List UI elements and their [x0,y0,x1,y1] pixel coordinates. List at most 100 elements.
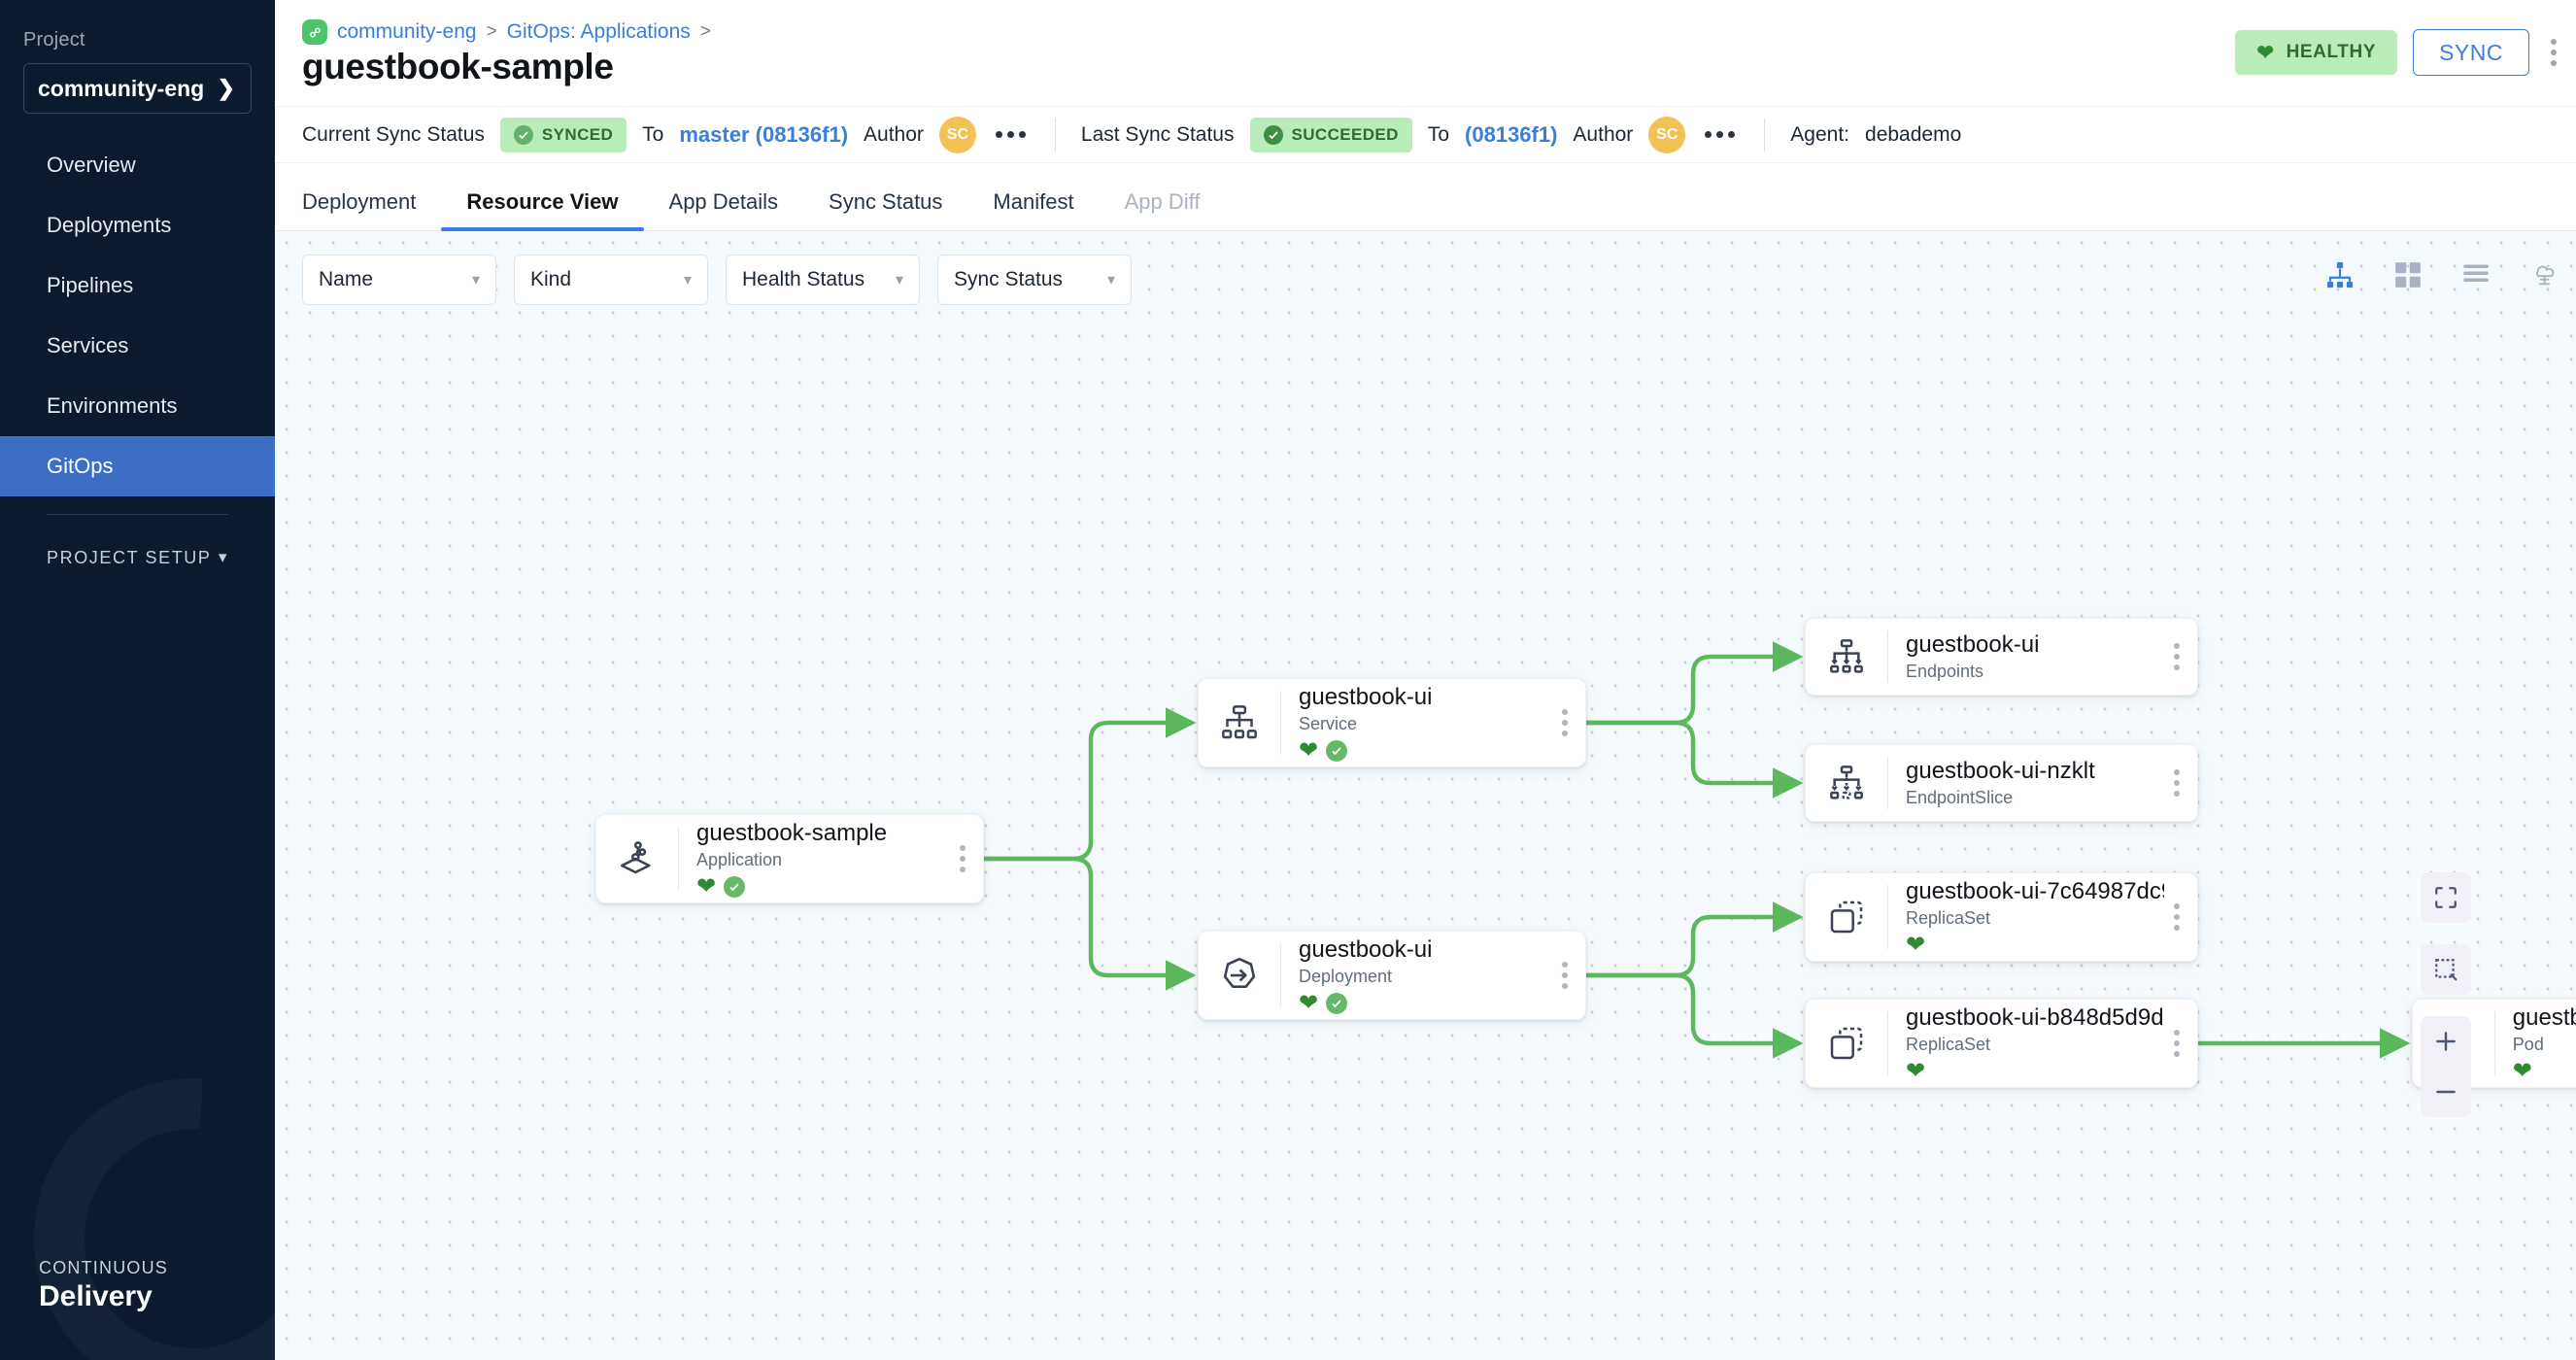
last-sync-author-label: Author [1573,122,1634,146]
tab-app-details[interactable]: App Details [644,189,804,230]
sidebar: Project community-eng ❯ Overview Deploym… [0,0,275,1360]
tab-label: Deployment [302,189,417,214]
sidebar-item-gitops[interactable]: GitOps [0,436,275,496]
graph-node-endpoints[interactable]: guestbook-ui Endpoints [1805,618,2198,696]
last-sync-revision-link[interactable]: (08136f1) [1465,121,1558,147]
divider [1764,118,1766,152]
node-more-menu-icon[interactable] [1562,709,1585,736]
divider [1887,757,1888,809]
brand-footer: CONTINUOUS Delivery [39,1258,168,1313]
resource-graph-canvas[interactable]: Name ▾ Kind ▾ Health Status ▾ Sync Statu… [275,231,2576,1360]
graph-node-endpointslice[interactable]: guestbook-ui-nzklt EndpointSlice [1805,744,2198,822]
node-kind: EndpointSlice [1906,788,2014,807]
sidebar-item-overview[interactable]: Overview [0,135,275,195]
breadcrumb: community-eng > GitOps: Applications > [302,19,711,45]
chevron-down-icon: ▾ [895,272,903,289]
endpoints-icon [1806,637,1887,676]
tab-deployment[interactable]: Deployment [302,189,441,230]
last-sync-to-label: To [1427,122,1450,146]
current-sync-status-pill: SYNCED [499,117,627,153]
node-more-menu-icon[interactable] [2174,903,2197,931]
filter-health-status[interactable]: Health Status ▾ [726,255,920,305]
sidebar-item-services[interactable]: Services [0,316,275,376]
header-more-menu-icon[interactable] [2545,33,2562,72]
graph-node-replicaset-2[interactable]: guestbook-ui-b848d5d9d ReplicaSet ❤ [1805,999,2198,1088]
breadcrumb-item-project[interactable]: community-eng [337,20,477,43]
heart-icon: ❤ [2512,1057,2532,1083]
node-more-menu-icon[interactable] [2174,643,2197,670]
project-setup-label: PROJECT SETUP [47,547,212,567]
last-sync-more-icon[interactable] [1701,123,1739,146]
node-more-menu-icon[interactable] [1562,962,1585,989]
node-body: guestbook-ui-7c64987dc9 ReplicaSet ❤ [1888,878,2174,957]
node-kind: Deployment [1299,966,1393,986]
breadcrumb-separator: > [486,21,497,42]
brand-line-1: CONTINUOUS [39,1258,168,1277]
graph-node-service[interactable]: guestbook-ui Service ❤ [1198,678,1586,767]
project-selector[interactable]: community-eng ❯ [23,63,252,114]
heart-icon: ❤ [1299,736,1319,763]
tab-resource-view[interactable]: Resource View [441,189,644,231]
filter-sync-status[interactable]: Sync Status ▾ [937,255,1132,305]
sidebar-item-deployments[interactable]: Deployments [0,195,275,255]
replicaset-icon [1806,898,1887,936]
node-more-menu-icon[interactable] [2174,769,2197,797]
sidebar-item-pipelines[interactable]: Pipelines [0,255,275,316]
agent-value: debademo [1865,122,1962,146]
filter-kind[interactable]: Kind ▾ [514,255,708,305]
node-status: ❤ [1906,933,2164,957]
divider [678,827,679,891]
list-view-icon[interactable] [2459,258,2492,291]
sidebar-item-environments[interactable]: Environments [0,376,275,436]
chevron-down-icon: ▾ [1106,272,1115,289]
tree-view-icon[interactable] [2323,258,2356,291]
node-more-menu-icon[interactable] [960,845,983,872]
node-kind: Application [696,849,783,869]
node-more-menu-icon[interactable] [2174,1030,2197,1057]
brand-line-2: Delivery [39,1280,153,1312]
divider [1887,1011,1888,1075]
project-setup-toggle[interactable]: PROJECT SETUP ▾ [0,536,275,579]
service-icon [1199,703,1280,742]
network-view-icon[interactable] [2527,258,2560,291]
current-sync-revision-link[interactable]: master (08136f1) [679,121,849,147]
node-name: guestbook-ui [1299,683,1433,710]
graph-node-replicaset-1[interactable]: guestbook-ui-7c64987dc9 ReplicaSet ❤ [1805,872,2198,962]
node-kind: Endpoints [1906,662,1984,681]
tab-sync-status[interactable]: Sync Status [803,189,967,230]
sync-button[interactable]: SYNC [2413,29,2529,76]
view-mode-switcher [2323,258,2560,291]
main-area: community-eng > GitOps: Applications > g… [275,0,2576,1360]
check-circle-icon [1263,124,1283,145]
select-box-icon[interactable] [2421,944,2471,995]
sidebar-divider [47,514,228,515]
project-selector-value: community-eng [38,75,205,101]
node-status: ❤ [696,872,950,899]
filter-name[interactable]: Name ▾ [302,255,496,305]
deployment-icon [1199,955,1280,996]
graph-node-deployment[interactable]: guestbook-ui Deployment ❤ [1198,931,1586,1020]
fit-screen-icon[interactable] [2421,872,2471,923]
sync-status-bar: Current Sync Status SYNCED To master (08… [275,107,2576,163]
graph-node-application[interactable]: guestbook-sample Application ❤ [595,814,984,903]
zoom-in-icon[interactable] [2421,1016,2471,1067]
check-circle-icon [513,124,533,145]
current-sync-status-value: SYNCED [541,124,614,144]
grid-view-icon[interactable] [2391,258,2424,291]
node-body: guestbook-ui-b848d5d9... Pod ❤ [2495,1004,2576,1083]
current-sync-to-label: To [642,122,664,146]
header-actions: ❤ HEALTHY SYNC [2235,29,2562,76]
node-body: guestbook-ui Deployment ❤ [1281,936,1562,1015]
chevron-down-icon: ▾ [471,272,480,289]
health-status-label: HEALTHY [2286,42,2377,62]
synced-check-icon [724,875,746,898]
divider [2494,1011,2495,1075]
current-sync-more-icon[interactable] [992,123,1030,146]
breadcrumb-item-applications[interactable]: GitOps: Applications [506,20,691,43]
zoom-out-icon[interactable] [2421,1067,2471,1117]
tab-manifest[interactable]: Manifest [967,189,1099,230]
heart-icon: ❤ [696,872,717,899]
node-name: guestbook-ui [1299,935,1433,963]
heart-icon: ❤ [1906,1057,1926,1083]
last-sync-status-pill: SUCCEEDED [1249,117,1412,153]
